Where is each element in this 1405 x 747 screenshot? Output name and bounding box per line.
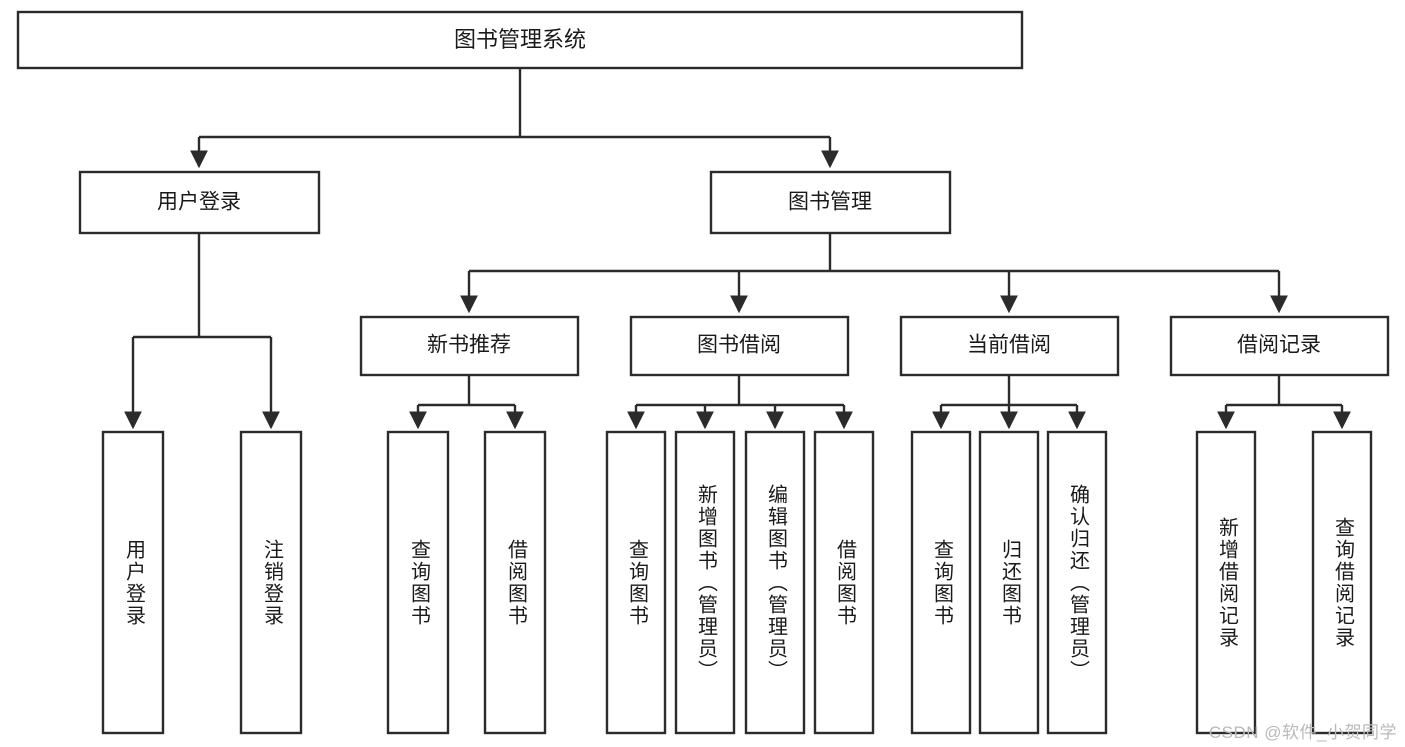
node-record[interactable]: 借阅记录	[1169, 315, 1390, 377]
node-leaf2-box[interactable]	[239, 430, 303, 735]
connector-group-newbook	[409, 375, 524, 430]
node-borrow-box[interactable]	[629, 315, 850, 377]
connector-group-record	[1217, 375, 1351, 430]
node-record-label: 借阅记录	[1237, 334, 1321, 357]
node-leaf12-box[interactable]	[1195, 430, 1257, 735]
node-newbook[interactable]: 新书推荐	[359, 315, 580, 377]
node-leaf1-box[interactable]	[101, 430, 165, 735]
node-newbook-box[interactable]	[359, 315, 580, 377]
node-login[interactable]: 用户登录	[78, 170, 321, 235]
node-login-label: 用户登录	[157, 191, 241, 214]
node-leaf6-box[interactable]	[674, 430, 736, 735]
node-leaf3-box[interactable]	[386, 430, 450, 735]
node-leaf8-box[interactable]	[813, 430, 875, 735]
node-newbook-label: 新书推荐	[427, 334, 511, 357]
connector-group-borrow	[627, 375, 853, 430]
node-root[interactable]: 图书管理系统	[16, 10, 1024, 70]
node-bookmgmt[interactable]: 图书管理	[709, 170, 952, 235]
node-borrow-label: 图书借阅	[697, 334, 781, 357]
node-root-box[interactable]	[16, 10, 1024, 70]
node-leaf7-box[interactable]	[744, 430, 806, 735]
node-current[interactable]: 当前借阅	[899, 315, 1120, 377]
connector-group-current	[932, 375, 1086, 430]
node-current-box[interactable]	[899, 315, 1120, 377]
node-record-box[interactable]	[1169, 315, 1390, 377]
node-leaf13-box[interactable]	[1311, 430, 1373, 735]
connector-group-bookmgmt	[460, 233, 1288, 314]
connector-group-root	[190, 68, 839, 169]
node-borrow[interactable]: 图书借阅	[629, 315, 850, 377]
connector-group-login	[124, 233, 280, 430]
node-leaf5-box[interactable]	[605, 430, 667, 735]
csdn-watermark: CSDN @软件_小贺同学	[1208, 723, 1397, 742]
node-leaf9-box[interactable]	[910, 430, 972, 735]
node-leaf11-box[interactable]	[1046, 430, 1108, 735]
node-root-label: 图书管理系统	[454, 27, 586, 52]
node-login-box[interactable]	[78, 170, 321, 235]
node-leaf4-box[interactable]	[483, 430, 547, 735]
node-bookmgmt-box[interactable]	[709, 170, 952, 235]
node-bookmgmt-label: 图书管理	[788, 191, 872, 214]
node-leaf10-box[interactable]	[978, 430, 1040, 735]
node-current-label: 当前借阅	[967, 334, 1051, 357]
